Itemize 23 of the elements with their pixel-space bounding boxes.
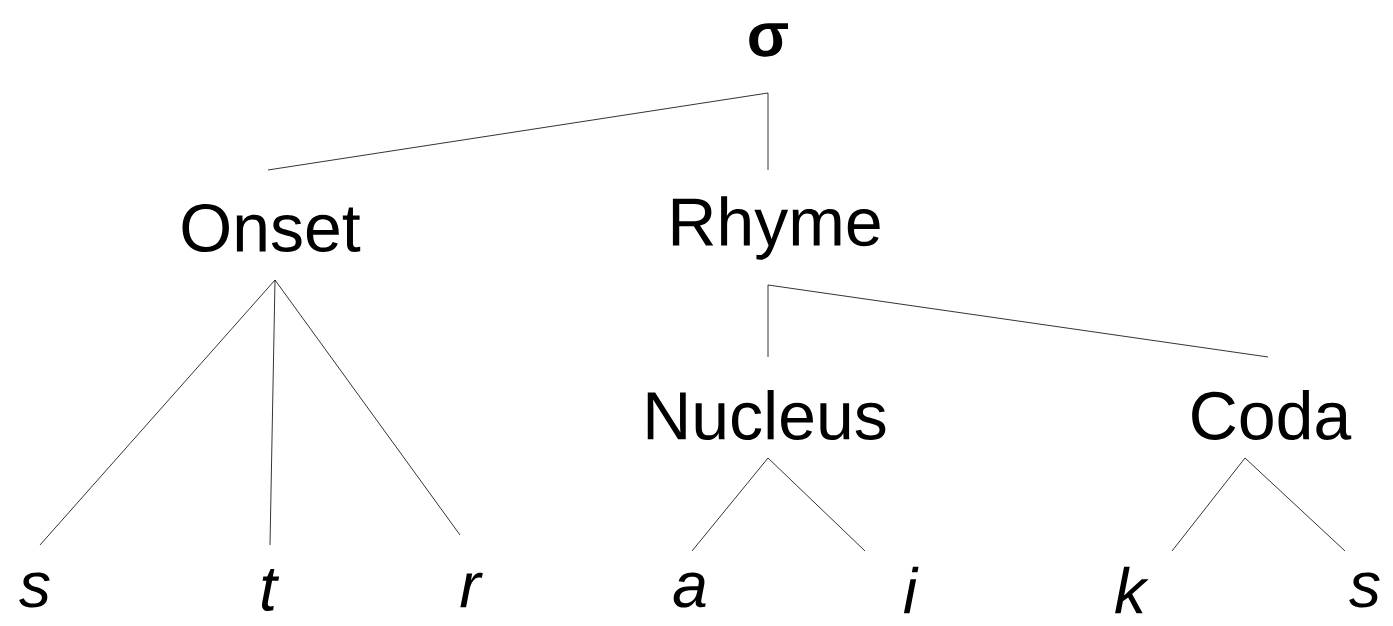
constituent-label: Rhyme [672, 196, 880, 260]
tree-branch [267, 92, 769, 171]
constituent-label: Nucleus [647, 390, 886, 440]
tree-branch [1171, 457, 1246, 552]
segment-letter: k [1115, 566, 1149, 614]
segment-letter: t [262, 569, 280, 611]
tree-branch [767, 284, 769, 358]
constituent-label: Coda [1192, 390, 1352, 440]
constituent-label: Onset [182, 203, 361, 253]
tree-branch [274, 279, 461, 536]
segment-letter: a [673, 572, 706, 608]
tree-branch [691, 457, 769, 552]
tree-branch [767, 284, 1269, 358]
segment-letter: s [1349, 572, 1380, 608]
tree-branch [39, 279, 276, 546]
segment-letter: r [460, 572, 483, 608]
tree-branch [767, 457, 866, 552]
segment-letter: s [19, 572, 50, 608]
tree-branch [269, 279, 276, 546]
tree-branch [767, 92, 769, 171]
tree-branch [1244, 457, 1346, 552]
segment-letter: i [903, 566, 919, 614]
syllable-symbol: σ [749, 23, 788, 57]
